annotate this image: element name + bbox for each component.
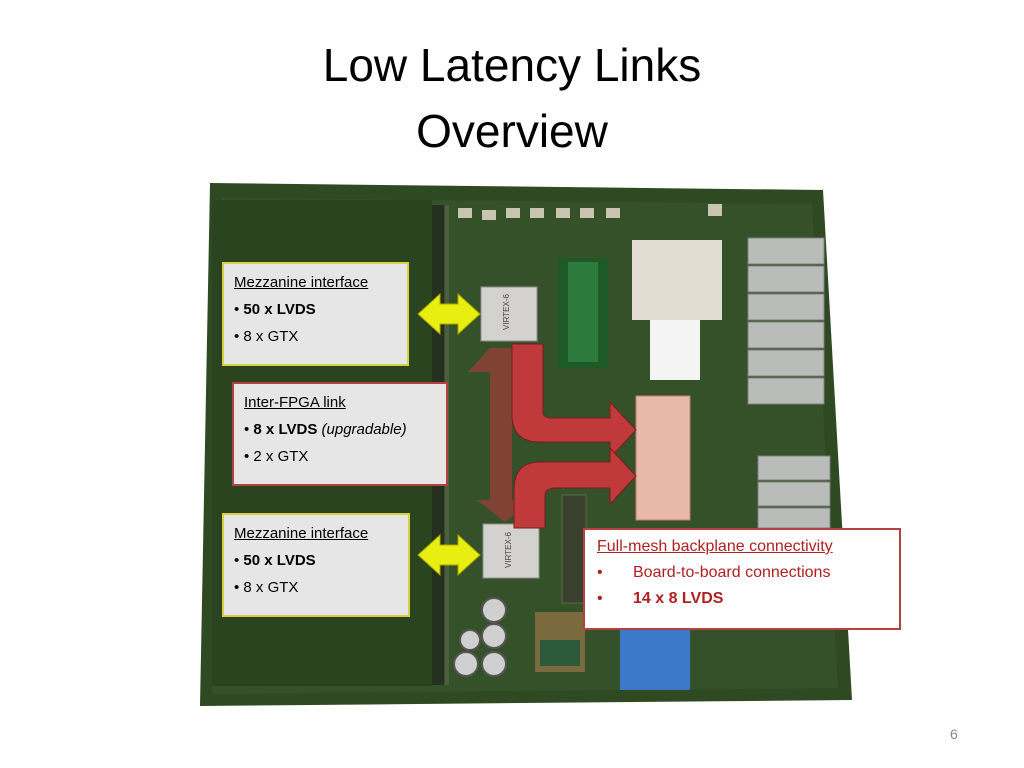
inter-fpga-box: Inter-FPGA link • 8 x LVDS (upgradable) … bbox=[232, 382, 448, 486]
slide-title-line2: Overview bbox=[416, 105, 608, 157]
mezzanine-top-bullet2: • 8 x GTX bbox=[234, 328, 299, 345]
inter-fpga-title: Inter-FPGA link bbox=[244, 394, 346, 411]
top-components bbox=[458, 204, 722, 220]
inter-fpga-bullet2: • 2 x GTX bbox=[244, 448, 309, 465]
blue-cable bbox=[620, 620, 690, 690]
fpga-bottom: VIRTEX-6 bbox=[482, 523, 540, 579]
fpga-bottom-label: VIRTEX-6 bbox=[504, 532, 513, 568]
mezzanine-top-title: Mezzanine interface bbox=[234, 274, 369, 291]
backplane-bullet2: •14 x 8 LVDS bbox=[597, 590, 724, 607]
mezzanine-bottom-bullet2: • 8 x GTX bbox=[234, 579, 299, 596]
inter-fpga-bullet1: • 8 x LVDS (upgradable) bbox=[244, 421, 407, 438]
backplane-title: Full-mesh backplane connectivity bbox=[597, 538, 833, 555]
sfp-cages-bottom bbox=[757, 455, 831, 529]
inter-fpga-arrow bbox=[468, 348, 533, 522]
sfp-cages-top bbox=[747, 237, 825, 405]
backplane-arrow-top bbox=[511, 343, 637, 460]
mezzanine-arrow-bottom bbox=[417, 533, 481, 577]
backplane-connector-white bbox=[632, 240, 722, 320]
mezzanine-arrow-top bbox=[417, 292, 481, 336]
slide-title-line1: Low Latency Links bbox=[322, 39, 702, 91]
backplane-bullet1: •Board-to-board connections bbox=[597, 564, 831, 581]
backplane-arrow-bottom bbox=[513, 446, 637, 529]
capacitors bbox=[453, 597, 507, 677]
mezzanine-top-bullet1: • 50 x LVDS bbox=[234, 301, 316, 318]
mezzanine-bottom-title: Mezzanine interface bbox=[234, 525, 369, 542]
backplane-box: Full-mesh backplane connectivity •Board-… bbox=[583, 528, 901, 630]
mezzanine-bottom-box: Mezzanine interface • 50 x LVDS • 8 x GT… bbox=[222, 513, 410, 617]
backplane-connector-pink bbox=[635, 395, 691, 521]
fpga-top-label: VIRTEX-6 bbox=[502, 294, 511, 330]
fpga-top: VIRTEX-6 bbox=[480, 286, 538, 342]
mezzanine-top-box: Mezzanine interface • 50 x LVDS • 8 x GT… bbox=[222, 262, 409, 366]
mezzanine-bottom-bullet1: • 50 x LVDS bbox=[234, 552, 316, 569]
page-number: 6 bbox=[950, 726, 958, 742]
